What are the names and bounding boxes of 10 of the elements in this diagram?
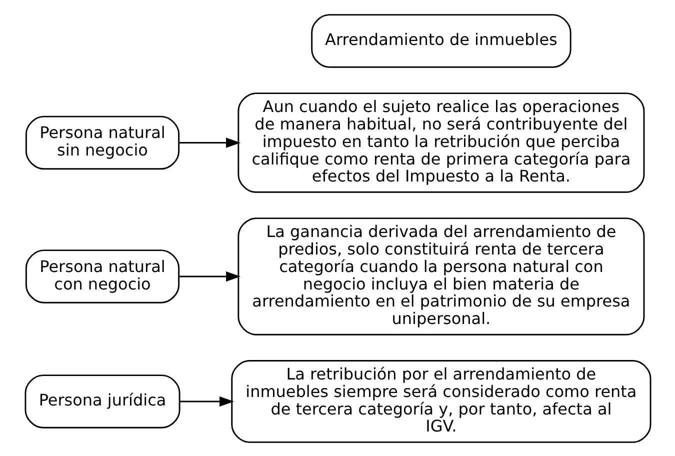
node-box: Aun cuando el sujeto realice las operaciones de manera habitual, no será contribuyente del impuesto en tanto la retribución que perciba califique como renta de primera categoría para efectos del Impuesto a la Renta. (237, 92, 644, 192)
node-box: Persona natural con negocio (24, 249, 180, 303)
node-box: Arrendamiento de inmuebles (310, 14, 571, 68)
arrow (178, 137, 240, 148)
node-box: La ganancia derivada del arrendamiento de predios, solo constituirá renta de tercera categoría cuando la persona natural con negocio incluya el bien materia de arrendamiento en el patrimonio de su empresa unipersonal. (237, 217, 644, 335)
arrow (178, 270, 240, 282)
node-box: La retribución por el arrendamiento de inmuebles siempre será considerado como renta de tercera categoría y, por tanto, afecta al IGV. (230, 360, 651, 442)
node-box: Persona jurídica (24, 374, 180, 428)
arrow (179, 396, 234, 406)
node-box: Persona natural sin negocio (24, 115, 180, 170)
